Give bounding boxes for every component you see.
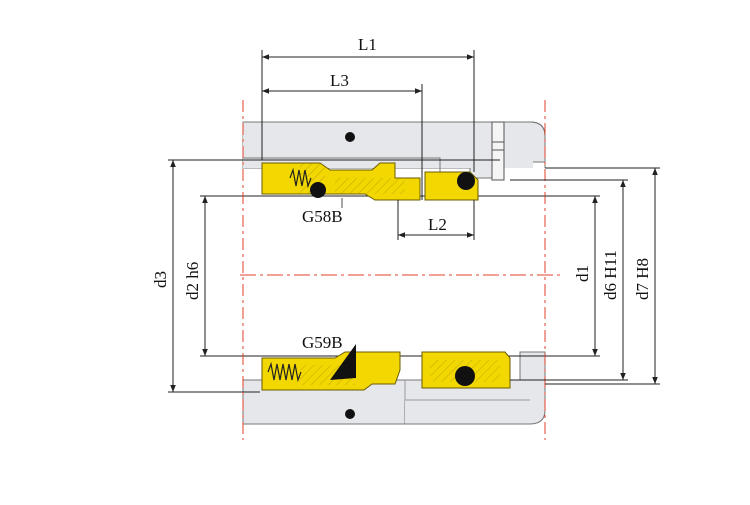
label-d3: d3 <box>151 271 170 288</box>
label-d7: d7 H8 <box>633 258 652 300</box>
dim-L2: L2 <box>397 200 475 240</box>
seal-oring-top-2 <box>457 172 475 190</box>
seal-oring-bottom <box>455 366 475 386</box>
label-d2: d2 h6 <box>183 262 202 300</box>
label-top-seat: G58B <box>302 207 343 226</box>
dim-d3: d3 <box>151 160 176 392</box>
housing-top-upper <box>243 122 533 168</box>
dim-d7: d7 H8 <box>545 167 660 385</box>
dim-d1: d1 <box>545 195 600 357</box>
label-bottom-seat: G59B <box>302 333 343 352</box>
label-L1: L1 <box>358 35 377 54</box>
housing-oring-top <box>345 132 355 142</box>
spring-top <box>289 167 312 189</box>
seal-assembly-top <box>261 162 479 201</box>
housing-oring-bottom <box>345 409 355 419</box>
spring-bottom <box>267 361 302 383</box>
drive-pin-top <box>491 121 505 181</box>
seal-oring-top-1 <box>310 182 326 198</box>
seal-assembly-bottom <box>261 344 511 391</box>
dim-d6: d6 H11 <box>510 179 628 381</box>
label-L2: L2 <box>428 215 447 234</box>
dim-d2: d2 h6 <box>183 196 208 356</box>
label-d1: d1 <box>573 265 592 282</box>
label-L3: L3 <box>330 71 349 90</box>
label-d6: d6 H11 <box>601 250 620 300</box>
wedge-bottom <box>330 344 356 380</box>
dim-L3: L3 <box>262 71 423 200</box>
dim-L1: L1 <box>261 35 475 172</box>
